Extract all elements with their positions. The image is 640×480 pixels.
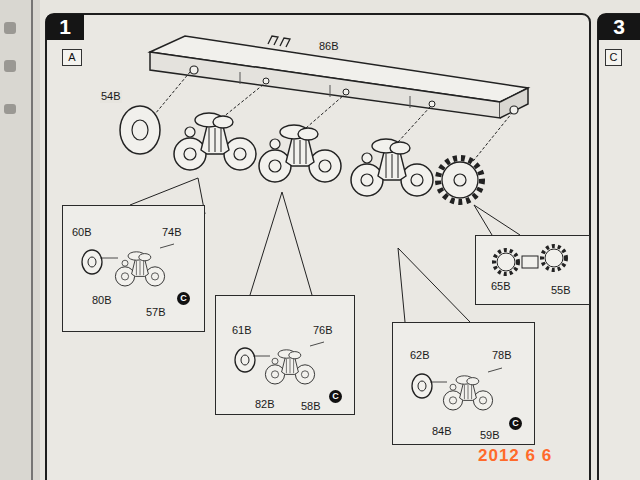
marker-letter: C [180, 294, 187, 304]
step-label: C [610, 51, 618, 63]
sprue-marker: C [177, 292, 190, 305]
callout-number: 61B [231, 324, 253, 337]
section-box: C [605, 49, 622, 66]
callout-number: 74B [161, 226, 183, 239]
step-tab: 3 [598, 14, 640, 40]
step-tab: 1 [46, 14, 84, 40]
callout-number: 60B [71, 226, 93, 239]
sprue-marker: C [509, 417, 522, 430]
sprue-marker: C [329, 390, 342, 403]
callout-number: 78B [491, 349, 513, 362]
callout-number: 80B [91, 294, 113, 307]
marker-letter: C [332, 392, 339, 402]
step-label: 3 [613, 15, 625, 38]
detail-box: 60B 74B 80B 57B C [62, 205, 205, 332]
callout-number: 57B [145, 306, 167, 319]
marker-letter: C [512, 419, 519, 429]
step-label: 1 [59, 15, 71, 38]
callout-number: 82B [254, 398, 276, 411]
step-label: A [68, 51, 75, 63]
callout-number: 84B [431, 425, 453, 438]
callout-number: 65B [490, 280, 512, 293]
detail-box: 62B 78B 84B 59B C [392, 322, 535, 445]
date-stamp: 2012 6 6 [478, 447, 552, 466]
callout-number: 76B [312, 324, 334, 337]
callout-number: 62B [409, 349, 431, 362]
callout-number: 55B [550, 284, 572, 297]
part-number: 54B [100, 90, 122, 103]
callout-number: 59B [479, 429, 501, 442]
part-number: 86B [318, 40, 340, 53]
section-box: A [62, 49, 82, 66]
detail-box: 65B 55B [475, 235, 590, 305]
callout-number: 58B [300, 400, 322, 413]
detail-box: 61B 76B 82B 58B C [215, 295, 355, 415]
